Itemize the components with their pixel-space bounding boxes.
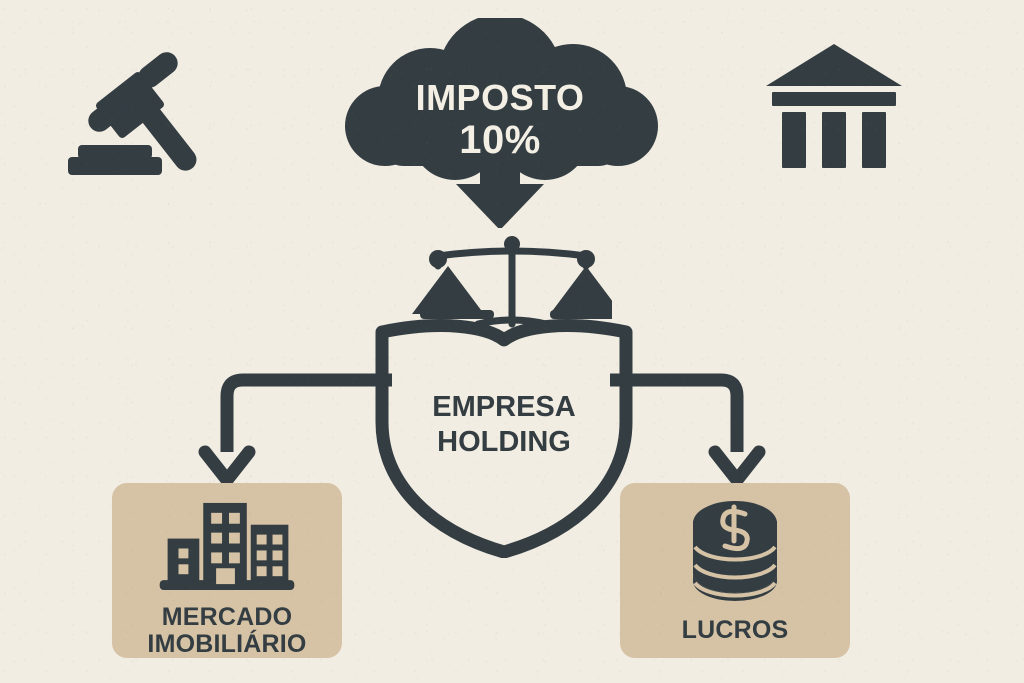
- coin-stack-icon: [693, 501, 777, 601]
- card-mercado-imobiliario[interactable]: MERCADO IMOBILIÁRIO: [112, 483, 342, 658]
- scales-of-justice-icon: [412, 236, 612, 328]
- elbow-arrow-left-icon: [198, 373, 392, 487]
- cloud-icon: [345, 14, 658, 230]
- shield-icon: [375, 319, 633, 559]
- shield-node: EMPRESA HOLDING: [368, 318, 640, 559]
- gavel-icon: [68, 52, 197, 175]
- card-label-lucros: LUCROS: [681, 616, 789, 644]
- elbow-arrow-right-icon: [610, 373, 766, 487]
- card-lucros[interactable]: LUCROS: [620, 483, 850, 658]
- buildings-icon: [159, 502, 295, 591]
- card-label-mercado-imobiliario: MERCADO IMOBILIÁRIO: [147, 603, 307, 658]
- bank-building-icon: [766, 44, 902, 168]
- tax-cloud: IMPOSTO 10%: [330, 14, 670, 230]
